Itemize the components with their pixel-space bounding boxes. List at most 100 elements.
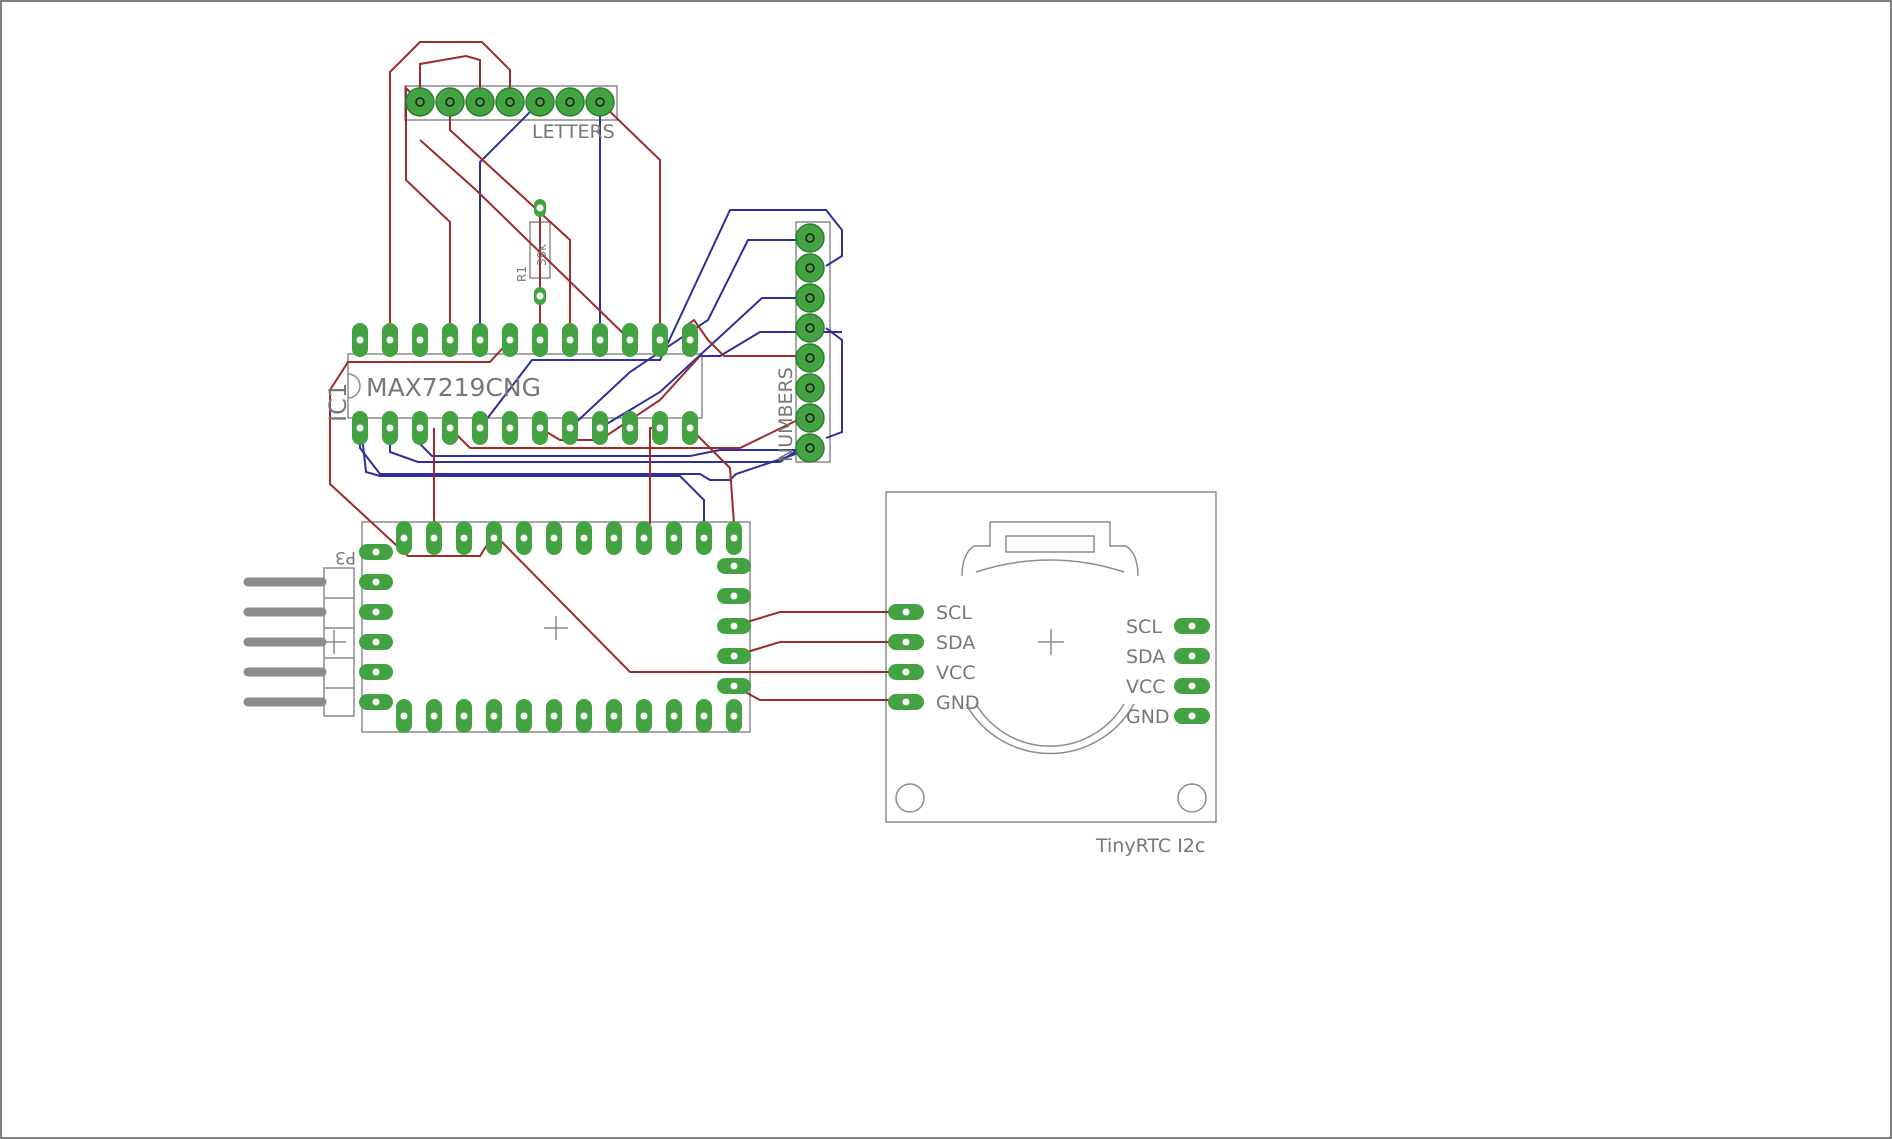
numbers-pad	[795, 223, 825, 253]
ic1-pad	[382, 411, 398, 445]
top-traces	[329, 41, 906, 701]
top-trace	[389, 41, 511, 340]
top-trace	[733, 611, 906, 627]
ic1-pad	[652, 323, 668, 357]
rtc-center-cross	[1038, 629, 1064, 655]
letters-pad	[465, 87, 495, 117]
ic1-pad	[622, 411, 638, 445]
bottom-trace	[361, 435, 705, 524]
p3-ref-label: P3	[335, 547, 356, 567]
letters-label: LETTERS	[532, 121, 615, 143]
numbers-label: NUMBERS	[775, 367, 797, 462]
ic1-body	[347, 353, 703, 419]
module-pad	[546, 699, 562, 733]
top-trace	[733, 641, 906, 657]
module-pad	[516, 699, 532, 733]
rtc-right-pin-label: VCC	[1126, 676, 1166, 698]
module-pad	[636, 699, 652, 733]
ic1-pad	[682, 323, 698, 357]
module-pad	[359, 694, 393, 710]
module-pad	[696, 699, 712, 733]
module-pad	[456, 521, 472, 555]
rtc-right-pad	[1174, 618, 1210, 634]
ic1-pad	[562, 411, 578, 445]
r1-pad	[534, 287, 546, 305]
r1-pad	[534, 199, 546, 217]
ic1-pad	[412, 323, 428, 357]
bottom-trace	[599, 297, 810, 429]
ic1-pad	[412, 411, 428, 445]
rtc-right-pad	[1174, 648, 1210, 664]
module-pad	[359, 634, 393, 650]
numbers-pad	[795, 403, 825, 433]
module-pad	[717, 558, 751, 574]
module-pad	[666, 699, 682, 733]
numbers-pad	[795, 313, 825, 343]
top-trace	[329, 339, 511, 557]
module-pad	[717, 678, 751, 694]
module-pad	[396, 699, 412, 733]
letters-pad	[585, 87, 615, 117]
rtc-left-pin-label: SDA	[936, 632, 975, 654]
pads-layer	[352, 87, 1210, 733]
module-pad	[426, 699, 442, 733]
rtc-left-pin-label: SCL	[936, 602, 972, 624]
top-trace	[493, 533, 906, 673]
module-pad	[359, 544, 393, 560]
top-trace	[405, 85, 451, 340]
ic1-pad	[592, 323, 608, 357]
module-pad	[359, 604, 393, 620]
module-pad	[717, 648, 751, 664]
rtc-right-pin-label: SCL	[1126, 616, 1162, 638]
p3-pins	[243, 577, 327, 707]
module-pad	[359, 664, 393, 680]
ic1-pad	[382, 323, 398, 357]
top-trace	[419, 139, 631, 341]
module-pad	[546, 521, 562, 555]
module-pad	[636, 521, 652, 555]
ic1-pad	[502, 411, 518, 445]
ic1-value-label: MAX7219CNG	[366, 373, 541, 402]
module-pad	[426, 521, 442, 555]
module-pad	[576, 699, 592, 733]
rtc-left-pad	[888, 634, 924, 650]
bottom-trace	[569, 239, 810, 429]
numbers-pad	[795, 253, 825, 283]
rtc-left-pad	[888, 694, 924, 710]
module-pad	[726, 521, 742, 555]
ic1-pad	[502, 323, 518, 357]
module-pad	[486, 521, 502, 555]
ic1-pad	[532, 323, 548, 357]
module-pad	[717, 618, 751, 634]
module-pad	[486, 699, 502, 733]
numbers-pad	[795, 433, 825, 463]
rtc-left-pad	[888, 604, 924, 620]
ic1-pad	[532, 411, 548, 445]
ic1-pad	[442, 411, 458, 445]
rtc-battery-ring	[965, 703, 1135, 755]
module-pad	[359, 574, 393, 590]
module-pad	[576, 521, 592, 555]
ic1-pad	[472, 323, 488, 357]
letters-pad	[525, 87, 555, 117]
module-pad	[606, 521, 622, 555]
p3-header-dividers	[324, 597, 354, 689]
numbers-pad	[795, 373, 825, 403]
rtc-right-pin-label: SDA	[1126, 646, 1165, 668]
ic1-pad	[682, 411, 698, 445]
module-pad	[726, 699, 742, 733]
letters-pad	[555, 87, 585, 117]
rtc-hole-left	[895, 783, 925, 813]
module-pad	[456, 699, 472, 733]
rtc-battery-clip	[961, 521, 1139, 577]
rtc-outline	[885, 491, 1217, 823]
letters-pad	[435, 87, 465, 117]
top-trace	[599, 101, 661, 340]
rtc-right-pad	[1174, 678, 1210, 694]
r1-ref-label: R1	[515, 266, 529, 282]
module-pad	[696, 521, 712, 555]
rtc-name-label: TinyRTC I2c	[1095, 835, 1205, 857]
r1-value-label: 39k	[535, 244, 549, 266]
letters-pad	[405, 87, 435, 117]
